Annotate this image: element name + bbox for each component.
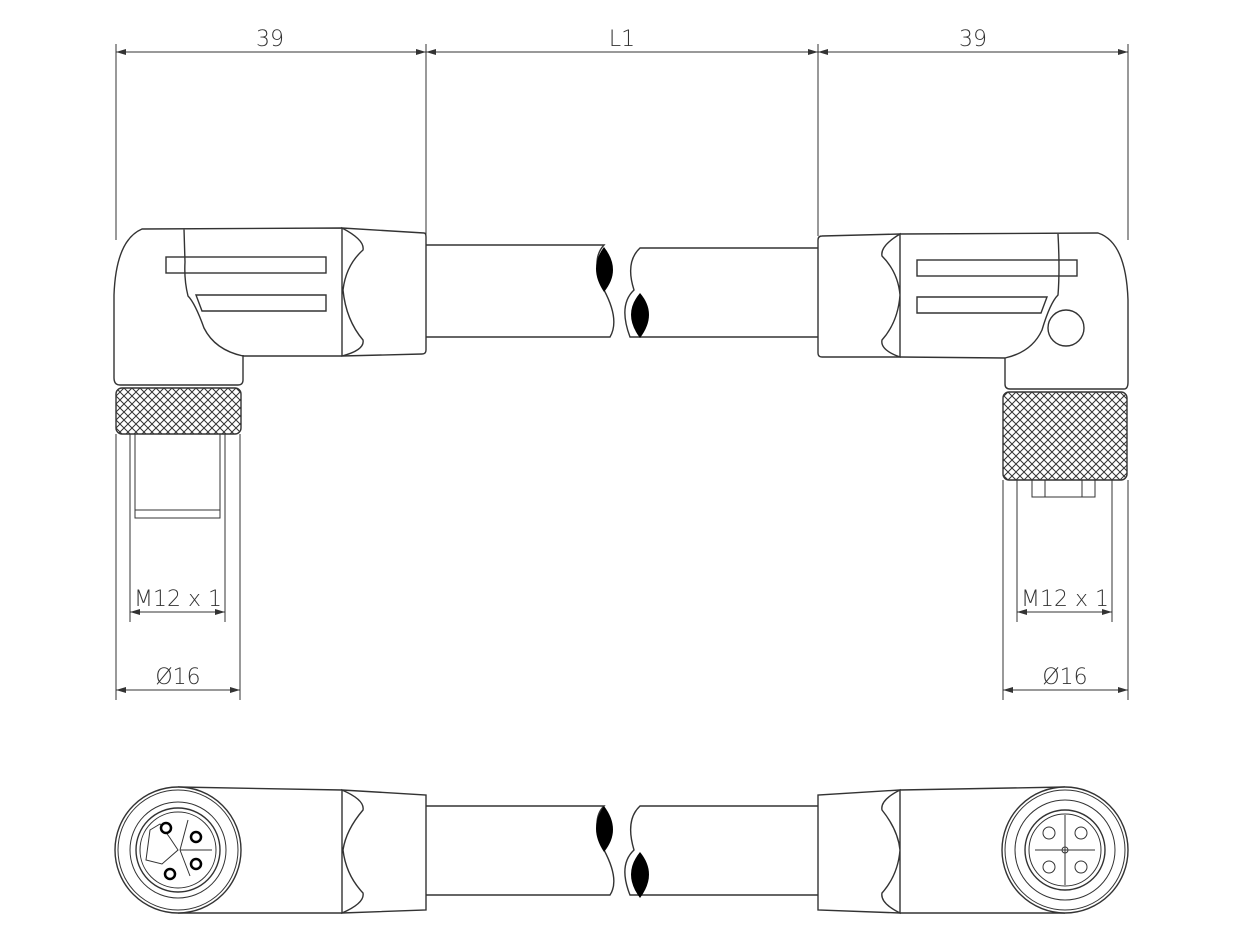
knurled-coupling-nut xyxy=(1002,391,1128,481)
cable-length-label: L1 xyxy=(609,27,635,52)
cable-break-mark xyxy=(596,806,613,852)
knurled-coupling-nut xyxy=(115,387,242,435)
contact-pins xyxy=(159,821,203,881)
left-thread-dimensions: M12 x 1 Ø16 xyxy=(115,434,241,700)
cable-break-mark xyxy=(631,293,649,338)
right-connector-face-view xyxy=(817,786,1129,915)
cable-face-view xyxy=(426,805,818,898)
contact-sockets xyxy=(1042,826,1088,874)
label-slot xyxy=(916,259,1078,277)
left-connector-male-side-view xyxy=(113,226,427,519)
right-thread-dimensions: M12 x 1 Ø16 xyxy=(1002,480,1129,700)
right-thread-label: M12 x 1 xyxy=(1021,587,1109,612)
cable-side-view xyxy=(426,244,818,338)
right-length-label: 39 xyxy=(959,27,987,52)
left-length-label: 39 xyxy=(256,27,284,52)
right-diameter-label: Ø16 xyxy=(1042,665,1087,690)
left-connector-face-view xyxy=(114,786,427,915)
label-slot xyxy=(916,296,1049,314)
led-indicator xyxy=(1047,309,1085,347)
top-dimensions: 39 L1 39 xyxy=(115,27,1129,240)
right-connector-female-side-view xyxy=(817,232,1129,498)
label-slot xyxy=(194,294,327,312)
left-thread-label: M12 x 1 xyxy=(134,587,222,612)
cable-break-mark xyxy=(596,247,613,292)
left-diameter-label: Ø16 xyxy=(155,665,200,690)
cable-break-mark xyxy=(631,852,649,898)
label-slot xyxy=(165,256,327,274)
